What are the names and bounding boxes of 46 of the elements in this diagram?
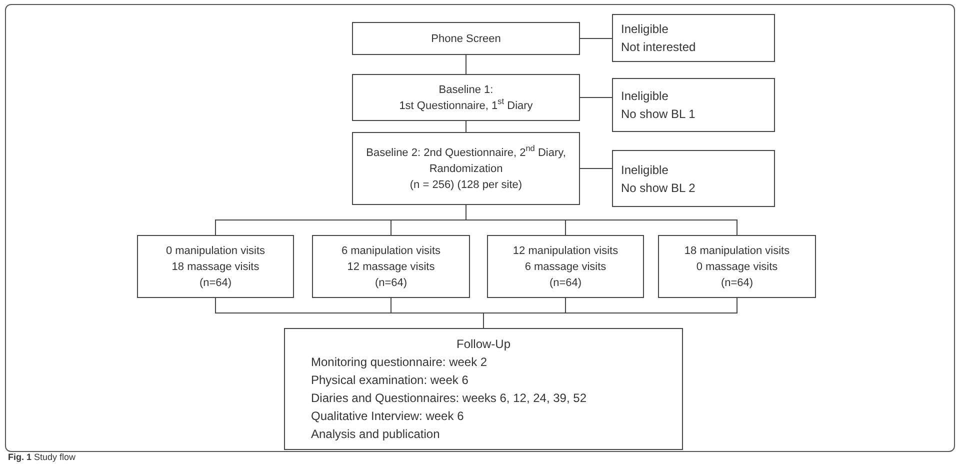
box-text: 6 massage visits: [524, 260, 606, 274]
process-box: [352, 132, 580, 205]
process-box: [658, 235, 816, 298]
box-text: Ineligible: [621, 162, 668, 178]
box-text: Ineligible: [621, 21, 668, 38]
box-text: 0 manipulation visits: [166, 244, 266, 258]
box-text: 6 manipulation visits: [341, 244, 441, 258]
process-box: [137, 235, 294, 298]
list-item: Qualitative Interview: week 6: [311, 408, 465, 425]
process-box: [352, 22, 580, 55]
box-text: Ineligible: [621, 88, 668, 105]
process-box: [312, 235, 470, 298]
box-text: Phone Screen: [431, 32, 501, 46]
box-heading: Follow-Up: [456, 336, 510, 353]
connector-line: [580, 168, 612, 169]
connector-line: [580, 97, 612, 98]
box-text: (n=64): [549, 276, 582, 290]
connector-line: [466, 204, 738, 236]
box-text: Baseline 1:: [438, 82, 494, 98]
box-text: (n=64): [720, 276, 754, 290]
figure-caption: Fig. 1 Study flow: [8, 452, 76, 463]
box-text: No show BL 1: [621, 106, 696, 123]
box-text: 12 massage visits: [347, 260, 435, 274]
exclusion-box: [612, 150, 775, 207]
box-text: (n=64): [374, 276, 408, 290]
list-item: Diaries and Questionnaires: weeks 6, 12, 24, 39, 52: [311, 390, 588, 407]
connector-line: [580, 38, 612, 39]
list-item: Analysis and publication: [311, 426, 441, 443]
box-text: 1st Questionnaire, 1$^{st}$ Diary: [399, 98, 533, 114]
box-text: 18 massage visits: [172, 260, 260, 274]
process-box: [284, 328, 683, 450]
box-text: Not interested: [621, 39, 696, 56]
exclusion-box: [612, 78, 775, 132]
box-text: No show BL 2: [621, 180, 696, 196]
box-text: 12 manipulation visits: [512, 244, 618, 258]
exclusion-box: [612, 14, 775, 62]
process-box: [352, 74, 580, 121]
box-text: Baseline 2: 2nd Questionnaire, 2$^{nd}$ Diary, Randomization: [365, 144, 567, 176]
box-text: 18 manipulation visits: [684, 244, 790, 258]
box-text: (n=64): [199, 276, 232, 290]
box-text: 0 massage visits: [696, 260, 778, 274]
list-item: Physical examination: week 6: [311, 372, 470, 389]
connector-line: [483, 298, 738, 328]
box-text: (n = 256) (128 per site): [410, 178, 522, 192]
list-item: Monitoring questionnaire: week 2: [311, 354, 488, 371]
process-box: [487, 235, 644, 298]
